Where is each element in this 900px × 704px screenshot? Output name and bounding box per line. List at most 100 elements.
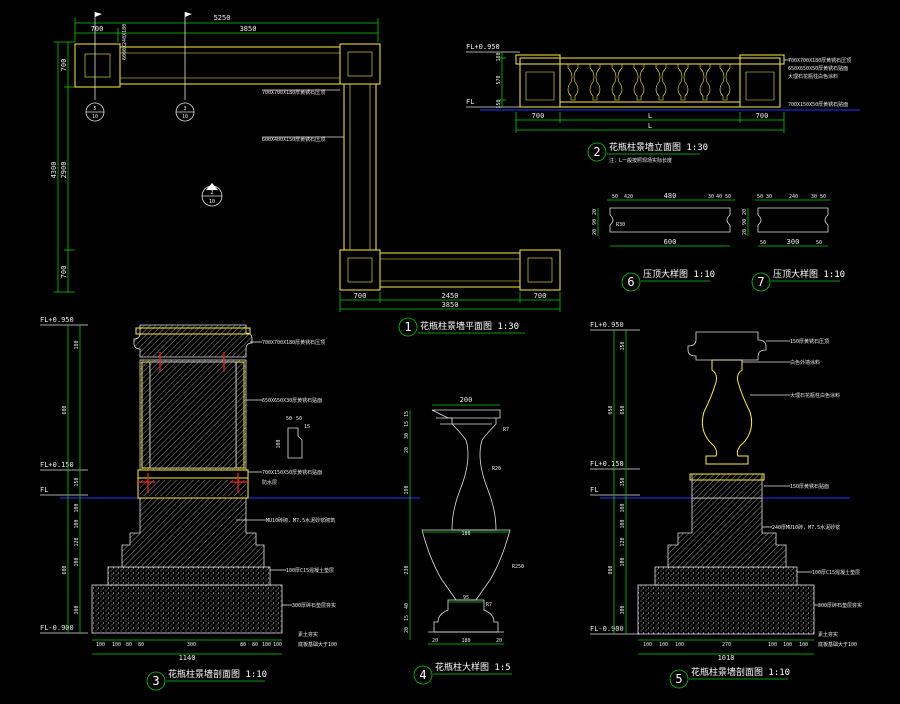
plan-title: 花瓶柱景墙平面图 1:30 xyxy=(420,320,519,332)
s3-bottom-0: 100 xyxy=(96,642,105,648)
sym-a-top: 5 xyxy=(93,106,96,112)
s3-left-l2: 120 xyxy=(74,537,80,546)
s5-left-u0: 150 xyxy=(620,341,626,350)
d6-bottom-0: 600 xyxy=(664,238,677,246)
s3-bottom-total: 1140 xyxy=(179,654,196,662)
d7-top-0: 50 xyxy=(757,194,763,200)
plan-dim-b: 3850 xyxy=(240,25,257,33)
d7-title-number: 7 xyxy=(757,275,764,289)
d7-top-1: 30 xyxy=(766,194,772,200)
plan-dim-bottom-total: 3850 xyxy=(442,301,459,309)
s3-note-2: 700X150X50厚黄锈石贴面 xyxy=(262,469,322,476)
d7-top-4: 50 xyxy=(820,194,826,200)
s5-left-l2: 120 xyxy=(620,537,626,546)
d6-top-2: 480 xyxy=(664,192,677,200)
s3-note-8: 底板基础大于100 xyxy=(298,641,337,648)
elev-title: 花瓶柱景墙立面图 1:30 xyxy=(609,141,708,153)
sym-b-top: 3 xyxy=(183,106,186,112)
d6-radius: R30 xyxy=(616,222,625,228)
s5-note-4: 240厚MU10砖，M7.5水泥砂浆 xyxy=(772,524,840,531)
s3-small-1: 50 xyxy=(296,416,302,422)
s5-note-0: 150厚黄锈石压顶 xyxy=(790,338,829,345)
s5-left-l0: 100 xyxy=(620,503,626,512)
s3-small-2: 100 xyxy=(276,439,282,448)
s5-left-group-u: 650 xyxy=(608,405,614,414)
s3-title: 花瓶柱景墙剖面图 1:10 xyxy=(168,668,267,680)
s5-fl-bottom: FL-0.900 xyxy=(590,625,624,633)
detail-6: 50 420 480 30 40 50 20 90 20 R30 600 6 压… xyxy=(592,192,735,292)
s5-left-l1: 100 xyxy=(620,519,626,528)
elev-note-3: 700X150X50厚黄锈石贴面 xyxy=(788,101,848,108)
s3-bottom-7: 100 xyxy=(262,642,271,648)
d4-left-4: 190 xyxy=(404,485,410,494)
d7-left-0: 20 xyxy=(742,209,748,215)
s5-bottom-6: 100 xyxy=(799,642,808,648)
s3-note-3: 防水层 xyxy=(262,479,277,486)
s5-note-2: 大理石花瓶柱白色涂料 xyxy=(790,392,840,399)
sym-a-bottom: 10 xyxy=(92,114,98,120)
d6-top-3: 30 xyxy=(708,194,714,200)
s5-note-1: 白色外墙涂料 xyxy=(790,359,820,366)
s3-fl-bottom: FL-0.900 xyxy=(40,624,74,632)
s3-left-l1: 100 xyxy=(74,519,80,528)
plan-view: 5250 700 3850 4300 700 2900 700 xyxy=(50,12,561,337)
d4-title-number: 4 xyxy=(419,668,426,682)
d4-top: 200 xyxy=(460,396,473,404)
s3-small-3: 15 xyxy=(304,424,310,430)
plan-dim-left-b: 2900 xyxy=(60,162,68,179)
d4-bottom-2: 20 xyxy=(496,638,502,644)
d7-bottom-2: 50 xyxy=(816,240,822,246)
d4-mid: 180 xyxy=(461,531,470,537)
s5-fl-top: FL+0.950 xyxy=(590,321,624,329)
s3-title-number: 3 xyxy=(152,674,159,688)
s5-title: 花瓶柱景墙剖面图 1:10 xyxy=(691,666,790,678)
plan-dim-bottom-a: 700 xyxy=(354,292,367,300)
s5-note-6: 300厚碎石垫层夯实 xyxy=(818,602,862,609)
elev-dim-total: L xyxy=(648,122,652,130)
d7-left-1: 90 xyxy=(742,219,748,225)
section-symbol-3: 3 10 xyxy=(175,40,195,122)
plan-dim-total: 5250 xyxy=(214,14,231,22)
s5-left-u1: 650 xyxy=(620,405,626,414)
d4-left-0: 15 xyxy=(404,411,410,417)
plan-dim-a: 700 xyxy=(91,25,104,33)
s5-left-l3: 100 xyxy=(620,557,626,566)
sym-c-bottom: 10 xyxy=(209,199,215,205)
d6-title: 压顶大样图 1:10 xyxy=(643,268,715,280)
d7-bottom-1: 300 xyxy=(787,238,800,246)
s3-fl-top: FL+0.950 xyxy=(40,316,74,324)
detail-7: 50 30 240 30 50 20 90 20 50 300 50 7 压顶大… xyxy=(742,194,845,292)
section-symbol-2: 2 10 xyxy=(201,183,223,207)
s5-title-number: 5 xyxy=(675,672,682,686)
section-symbol-5: 5 10 xyxy=(85,40,105,122)
elev-dim-left-2: 150 xyxy=(496,99,502,108)
s3-left-l0: 100 xyxy=(74,503,80,512)
s3-bottom-8: 100 xyxy=(273,642,282,648)
s5-note-5: 100厚C15混凝土垫层 xyxy=(812,569,860,576)
sym-b-bottom: 10 xyxy=(182,114,188,120)
d4-mid2: 95 xyxy=(463,595,469,601)
s3-bottom-6: 80 xyxy=(252,642,258,648)
s5-bottom-total: 1010 xyxy=(718,654,735,662)
d6-left-2: 20 xyxy=(592,229,598,235)
d7-top-3: 30 xyxy=(811,194,817,200)
s5-bottom-2: 100 xyxy=(675,642,684,648)
d6-top-4: 40 xyxy=(716,194,722,200)
s3-note-4: MU10砖砌，M7.5水泥砂浆砌筑 xyxy=(266,517,335,524)
d7-bottom-0: 50 xyxy=(760,240,766,246)
s5-left-u2: 150 xyxy=(620,477,626,486)
d4-left-6: 40 xyxy=(404,603,410,609)
s3-fl-mid: FL+0.150 xyxy=(40,461,74,469)
sym-c-top: 2 xyxy=(210,190,213,196)
d4-left-5: 230 xyxy=(404,565,410,574)
d4-title: 花瓶柱大样图 1:5 xyxy=(435,661,511,673)
s3-bottom-1: 100 xyxy=(112,642,121,648)
s3-small-0: 50 xyxy=(286,416,292,422)
d4-left-2: 30 xyxy=(404,433,410,439)
s3-left-u2: 150 xyxy=(74,477,80,486)
s5-note-8: 底板基础大于100 xyxy=(818,641,857,648)
d7-top-2: 240 xyxy=(789,194,798,200)
s3-bottom-4: 300 xyxy=(187,642,196,648)
elev-dim-b-1: L xyxy=(648,112,652,120)
